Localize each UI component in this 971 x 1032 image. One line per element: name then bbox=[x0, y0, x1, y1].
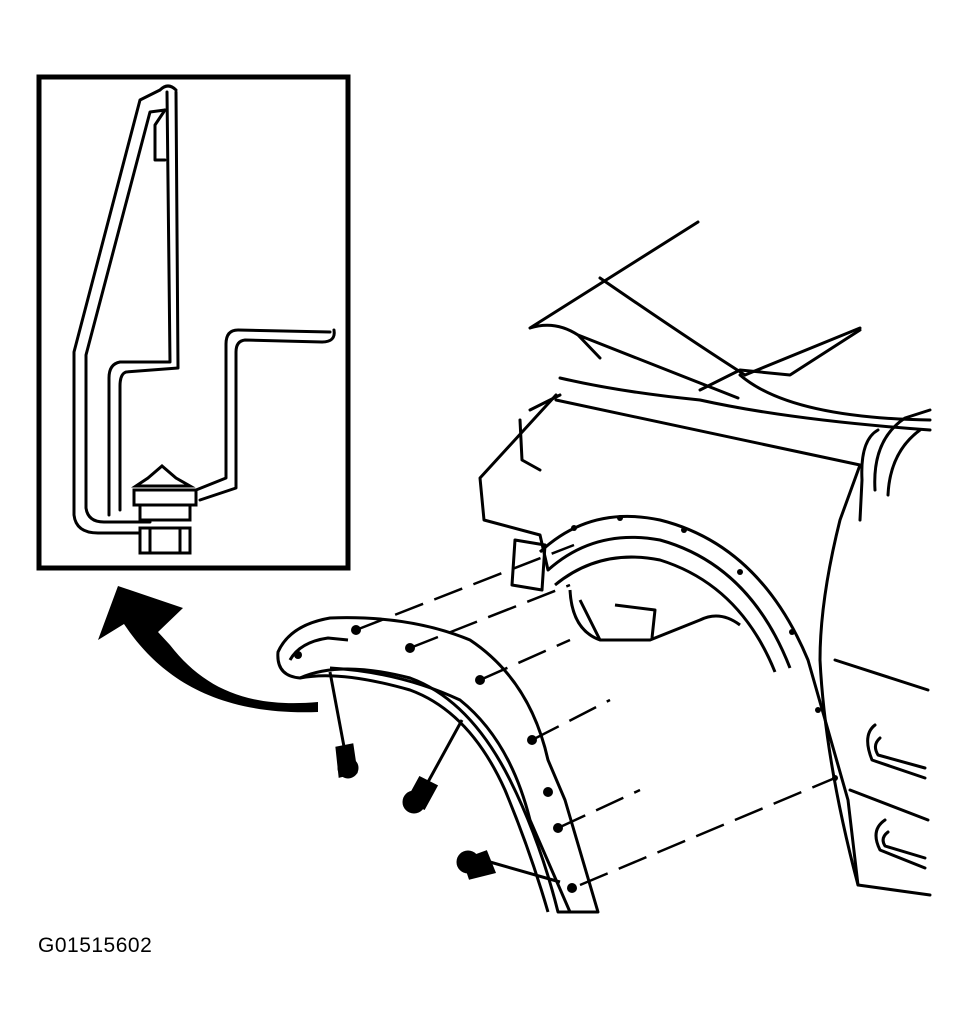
screw-3 bbox=[458, 852, 560, 882]
align-line-4 bbox=[532, 700, 610, 740]
door-line-lower bbox=[850, 790, 928, 820]
molding-outer-line-b bbox=[86, 110, 165, 522]
side-molding-upper bbox=[868, 725, 925, 778]
align-line-2 bbox=[410, 585, 570, 648]
molding-center-line-b bbox=[120, 92, 178, 510]
fender-top-edge bbox=[560, 378, 930, 430]
wheel-arch-inner bbox=[548, 537, 790, 668]
screw-2 bbox=[404, 720, 462, 812]
clip-body bbox=[134, 490, 196, 520]
door-front-edge bbox=[860, 430, 878, 520]
cowl-line bbox=[700, 330, 930, 420]
rocker-edge bbox=[858, 885, 930, 895]
molding-right-hook bbox=[322, 330, 334, 342]
flare-lip bbox=[290, 638, 348, 660]
align-line-6 bbox=[580, 778, 835, 885]
align-line-1 bbox=[356, 545, 574, 630]
screws bbox=[330, 672, 560, 882]
callout-arrow bbox=[98, 586, 318, 713]
inset-detail bbox=[39, 77, 348, 568]
wheelhouse-liner bbox=[570, 590, 740, 640]
molding-step-line-a bbox=[196, 330, 330, 490]
side-mirror bbox=[875, 410, 930, 495]
align-line-5 bbox=[558, 790, 640, 828]
alignment-lines bbox=[356, 545, 835, 885]
molding-step-line-b bbox=[200, 340, 322, 500]
wheel-flare-molding bbox=[278, 618, 598, 912]
molding-top-hook bbox=[155, 86, 176, 160]
side-molding-lower bbox=[876, 820, 925, 868]
vehicle-body bbox=[480, 222, 930, 895]
callout-arrow-shape bbox=[98, 586, 318, 713]
bumper-corner bbox=[520, 395, 560, 470]
flare-inner-edge bbox=[300, 676, 548, 912]
align-line-3 bbox=[480, 640, 570, 680]
body-arch-fasteners bbox=[571, 515, 838, 781]
inset-molding-profile bbox=[74, 86, 334, 533]
hood-crease bbox=[600, 278, 860, 375]
flare-channel-line bbox=[330, 668, 570, 912]
wheel-arch-outer bbox=[540, 516, 858, 885]
door-line-upper bbox=[835, 660, 928, 690]
inset-retainer-clip bbox=[134, 466, 196, 553]
clip-head bbox=[136, 466, 190, 486]
bracket-left bbox=[512, 540, 545, 590]
screw-1 bbox=[330, 672, 357, 777]
figure-id-label: G01515602 bbox=[38, 934, 153, 957]
front-fascia bbox=[480, 395, 556, 570]
wheel-arch-trim bbox=[555, 557, 775, 672]
hood-outline bbox=[530, 222, 738, 398]
clip-nut bbox=[140, 528, 190, 553]
inset-frame bbox=[39, 77, 348, 568]
molding-outer-line-a bbox=[74, 90, 190, 533]
fender-upper-line bbox=[556, 400, 860, 465]
molding-center-line-a bbox=[109, 92, 170, 515]
door-gap-line bbox=[820, 465, 860, 885]
